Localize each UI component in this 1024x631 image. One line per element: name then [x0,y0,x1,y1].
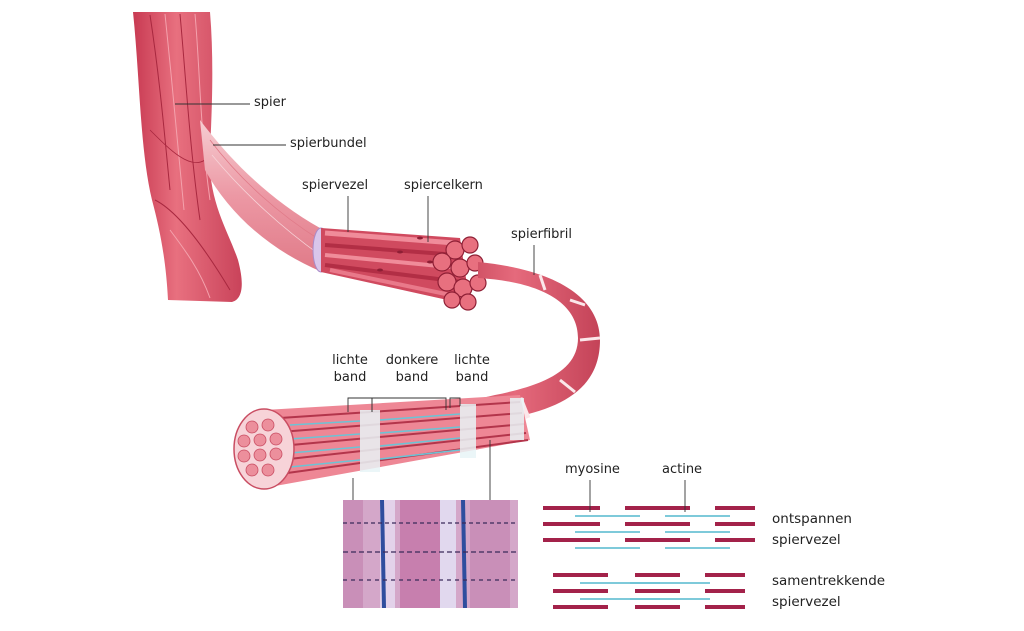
label-lichte-band-1-line1: lichte [332,353,368,368]
label-lichte-band-1: lichte band [328,352,372,386]
muscle-illustration [133,12,242,302]
label-actine: actine [662,462,703,477]
label-ontspannen-line2: spiervezel [772,532,841,548]
label-donkere-band: donkere band [382,352,442,386]
label-ontspannen-line1: ontspannen [772,511,852,527]
label-lichte-band-2: lichte band [450,352,494,386]
label-donkere-band-line2: band [395,370,429,385]
leader-lines [175,103,686,512]
label-myosine: myosine [565,462,620,477]
label-donkere-band-line1: donkere [385,353,439,368]
label-ontspannen: ontspannen spiervezel [772,509,852,551]
label-spier: spier [254,95,286,110]
sarcomere-cylinder [233,395,530,490]
label-lichte-band-2-line2: band [455,370,489,385]
contracted-filaments [553,573,745,609]
label-spiercelkern: spiercelkern [404,178,483,193]
label-spiervezel: spiervezel [302,178,369,193]
label-spierfibril: spierfibril [511,227,572,242]
label-samentrekkende: samentrekkende spiervezel [772,571,885,613]
label-spierbundel: spierbundel [290,136,367,151]
relaxed-filaments [543,506,755,549]
label-lichte-band-1-line2: band [333,370,367,385]
muscle-fiber-bundle [321,228,487,311]
micrograph-image [343,500,518,608]
label-lichte-band-2-line1: lichte [454,353,490,368]
label-samentrekkende-line2: spiervezel [772,594,841,610]
label-samentrekkende-line1: samentrekkende [772,573,886,589]
